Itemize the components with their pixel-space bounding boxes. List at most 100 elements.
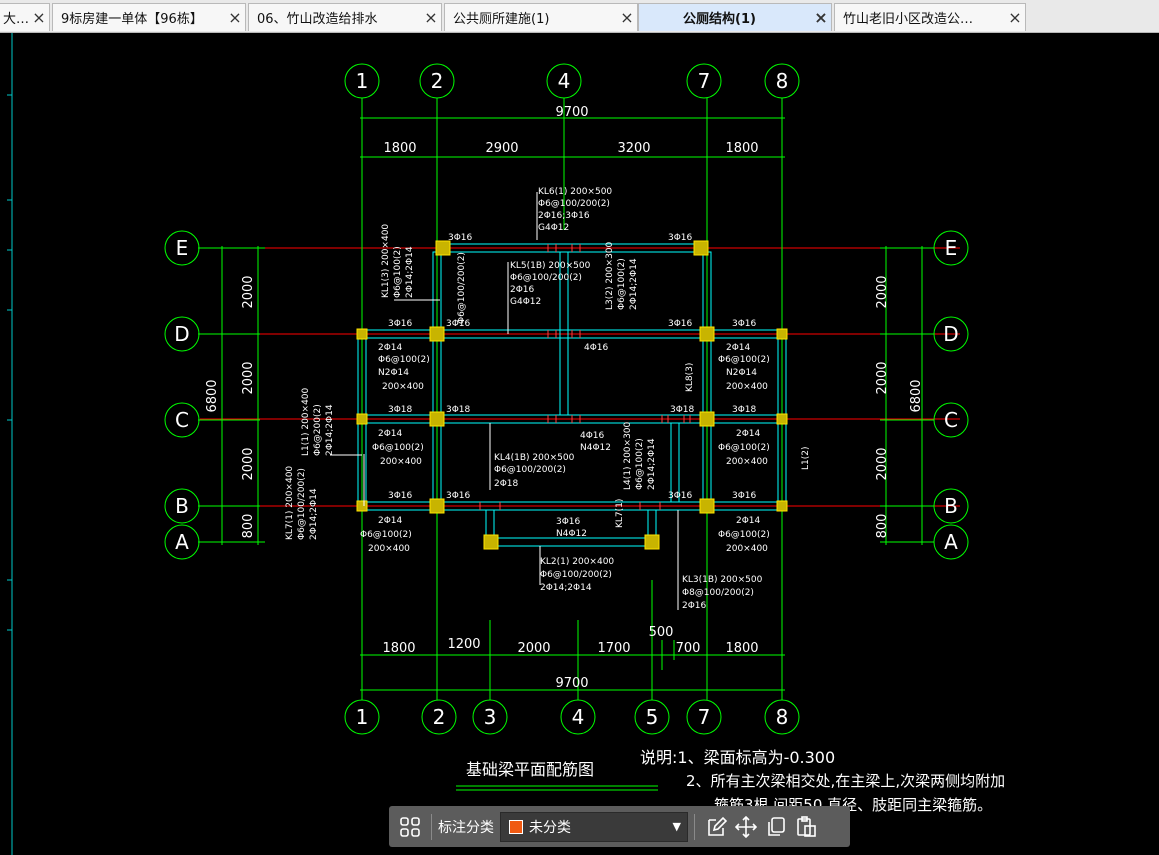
copy-icon[interactable] — [761, 812, 791, 842]
dim-side-text: 2000 — [875, 447, 890, 480]
close-icon[interactable]: × — [1008, 8, 1022, 27]
category-label: 标注分类 — [438, 819, 494, 836]
ruler-ticks — [7, 94, 12, 631]
beam-label: KL2(1) 200×400 — [540, 557, 614, 567]
axis-label: A — [175, 530, 189, 554]
dim-text: 1800 — [383, 141, 416, 156]
beam-label: 200×400 — [368, 544, 410, 554]
axis-label: B — [175, 494, 189, 518]
dim-side-total: 6800 — [909, 379, 924, 412]
tab-label: 竹山老旧小区改造公… — [843, 12, 974, 27]
rebar-label: 3Φ16 — [668, 319, 693, 329]
edit-icon[interactable] — [701, 812, 731, 842]
beam-label: N2Φ14 — [726, 368, 757, 378]
rebar-label: 3Φ16 — [668, 233, 693, 243]
tab-item-active[interactable]: 公厕结构(1)× — [638, 3, 832, 31]
beam-label: 2Φ14 — [736, 516, 761, 526]
beam-label: Φ6@100/200(2) — [510, 273, 582, 283]
tab-label: 9标房建一单体【96栋】 — [61, 12, 203, 27]
bar-marks — [479, 244, 691, 510]
close-icon[interactable]: × — [228, 8, 242, 27]
dim-text: 1800 — [382, 641, 415, 656]
tab-label: 大… — [3, 12, 29, 27]
dim-side-text: 2000 — [875, 361, 890, 394]
beam-annotations: KL6(1) 200×500 Φ6@100/200(2) 2Φ16;3Φ16 G… — [285, 187, 811, 611]
paste-icon[interactable] — [791, 812, 821, 842]
grid-icon[interactable] — [395, 812, 425, 842]
rebar-label: 3Φ16 — [388, 491, 413, 501]
rebar-label: 3Φ18 — [732, 405, 757, 415]
beam-label: KL7(1) — [615, 499, 625, 528]
dim-side-text: 800 — [241, 514, 256, 539]
close-icon[interactable]: × — [32, 8, 46, 27]
axis-label: D — [943, 322, 958, 346]
beam-label: Φ6@100(2) — [378, 355, 430, 365]
dimension-texts: 9700 1800 2900 3200 1800 1800 1200 2000 … — [205, 105, 924, 691]
leader-lines — [330, 192, 679, 610]
beam-label: 200×400 — [382, 382, 424, 392]
beam-label: Φ8@100/200(2) — [682, 588, 754, 598]
dim-side-text: 2000 — [241, 275, 256, 308]
beam-label: KL5(1B) 200×500 — [510, 261, 591, 271]
beam-label: 2Φ14;2Φ14 — [405, 246, 415, 298]
axis-label: 8 — [776, 705, 789, 729]
dim-side-text: 2000 — [241, 361, 256, 394]
drawing-canvas[interactable]: 1 2 4 7 8 1 2 3 4 5 7 8 E D C B A E D C … — [0, 33, 1159, 855]
beam-label: 2Φ14 — [726, 343, 751, 353]
beam-label: 200×400 — [726, 544, 768, 554]
axis-label: 2 — [431, 69, 444, 93]
beam-label: KL7(1) 200×400 — [285, 466, 295, 540]
chevron-down-icon: ▼ — [672, 820, 681, 833]
beam-label: Φ6@100/200(2) — [457, 252, 467, 324]
close-icon[interactable]: × — [424, 8, 438, 27]
beam-label: 2Φ14;2Φ14 — [540, 583, 592, 593]
close-icon[interactable]: × — [620, 8, 634, 27]
beam-label: L1(2) — [801, 447, 811, 471]
beam-label: 200×400 — [726, 382, 768, 392]
dim-total-top: 9700 — [555, 105, 588, 120]
beam-label: Φ6@100/200(2) — [538, 199, 610, 209]
beam-label: 2Φ14 — [378, 343, 403, 353]
drawing-title: 基础梁平面配筋图 — [466, 760, 594, 779]
rebar-label: 3Φ16 — [388, 319, 413, 329]
tab-item[interactable]: 06、竹山改造给排水× — [248, 3, 442, 31]
beam-label: 2Φ14 — [378, 429, 403, 439]
close-icon[interactable]: × — [814, 8, 828, 27]
dim-side-total: 6800 — [205, 379, 220, 412]
tab-bar: 大…× 9标房建一单体【96栋】× 06、竹山改造给排水× 公共厕所建施(1)×… — [0, 0, 1159, 33]
dim-text: 1800 — [725, 641, 758, 656]
tab-item[interactable]: 公共厕所建施(1)× — [444, 3, 638, 31]
beam-label: G4Φ12 — [510, 297, 541, 307]
beam-label: 2Φ14 — [736, 429, 761, 439]
dim-side-text: 2000 — [241, 447, 256, 480]
dim-side-text: 2000 — [875, 275, 890, 308]
beam-label: 3Φ16 — [556, 517, 581, 527]
axis-label: E — [945, 236, 958, 260]
note-line: 2、所有主次梁相交处,在主梁上,次梁两侧均附加 — [686, 772, 1005, 790]
move-icon[interactable] — [731, 812, 761, 842]
beam-label: 2Φ14;2Φ14 — [325, 404, 335, 456]
beam-label: Φ6@100(2) — [635, 438, 645, 490]
dim-text: 3200 — [617, 141, 650, 156]
beam-label: KL1(3) 200×400 — [381, 224, 391, 298]
axis-labels: 1 2 4 7 8 1 2 3 4 5 7 8 E D C B A E D C … — [174, 69, 958, 729]
axis-label: 1 — [356, 705, 369, 729]
axis-label: 2 — [433, 705, 446, 729]
dim-text: 2000 — [517, 641, 550, 656]
drawing-notes: 说明:1、梁面标高为-0.300 2、所有主次梁相交处,在主梁上,次梁两侧均附加… — [640, 748, 1005, 814]
rebar-label: 3Φ16 — [446, 319, 471, 329]
beam-label: 2Φ14;2Φ14 — [629, 258, 639, 310]
toolbar-divider — [694, 813, 695, 840]
tab-item[interactable]: 大…× — [0, 3, 50, 31]
beam-label: 2Φ14;2Φ14 — [309, 488, 319, 540]
beam-label: G4Φ12 — [538, 223, 569, 233]
axis-label: 7 — [698, 69, 711, 93]
category-select[interactable]: 未分类 ▼ — [500, 811, 688, 842]
tab-item[interactable]: 9标房建一单体【96栋】 × — [52, 3, 246, 31]
axis-label: C — [175, 408, 189, 432]
rebar-label: 3Φ18 — [388, 405, 413, 415]
category-value: 未分类 — [529, 819, 571, 836]
beam-label: Φ6@100(2) — [718, 355, 770, 365]
tab-item[interactable]: 竹山老旧小区改造公… × — [834, 3, 1026, 31]
beam-label: Φ6@100/200(2) — [494, 465, 566, 475]
